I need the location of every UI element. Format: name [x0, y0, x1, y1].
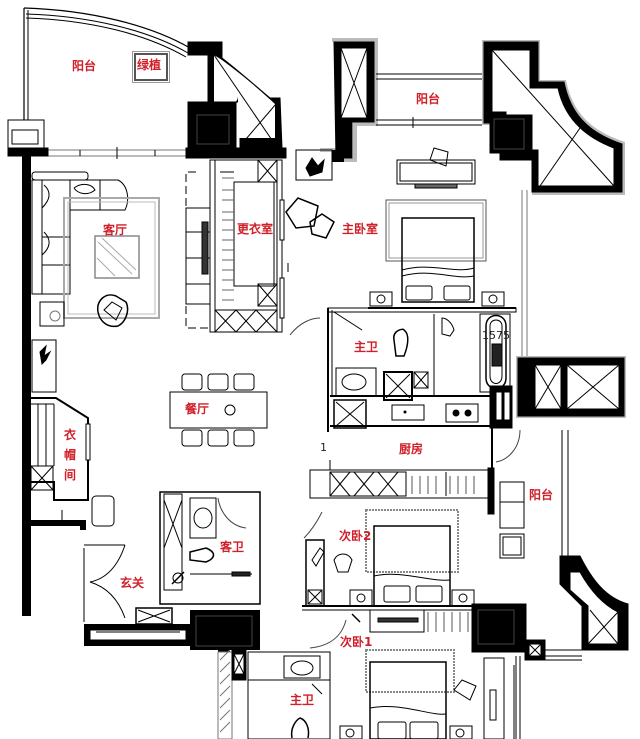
entry-pillar [195, 615, 253, 647]
dining-table [169, 373, 268, 447]
sofa [31, 171, 129, 295]
master-bed [369, 199, 505, 307]
label-cloakroom: 衣 帽 间 [63, 425, 77, 485]
kitchen-wardrobe-row [309, 460, 495, 515]
east-bay [489, 190, 626, 429]
doors-master [287, 263, 321, 336]
nw-bay-window [7, 41, 287, 159]
planter-box [132, 51, 170, 83]
lounge-chairs [285, 197, 335, 239]
desk [396, 147, 476, 189]
tv-cabinet [185, 171, 211, 329]
foyer-doors [83, 544, 187, 641]
bedroom-1-wardrobe [309, 609, 469, 649]
step-mark: 1 [320, 441, 327, 454]
master-bath-walls [327, 307, 517, 432]
master-bath-2-walls [217, 649, 331, 739]
balcony-nw-outline [7, 7, 191, 159]
label-balcony-e: 阳台 [529, 488, 554, 502]
walk-in-closet-walls [209, 159, 285, 333]
bedroom-2-furniture [302, 509, 490, 611]
armchair [97, 294, 129, 328]
label-bedroom-1: 次卧1 [340, 635, 373, 649]
bathtub-dimension: 1575 [482, 329, 510, 342]
sw-pillar [471, 603, 582, 739]
label-balcony-n: 阳台 [416, 92, 441, 106]
side-table [39, 301, 65, 327]
label-balcony-nw: 阳台 [72, 59, 97, 73]
label-planter: 绿植 [137, 58, 162, 72]
label-guest-bath: 客卫 [220, 540, 245, 554]
label-cloakroom-char-2: 帽 [63, 448, 76, 462]
label-kitchen: 厨房 [399, 442, 424, 456]
rug-and-coffee-table [63, 197, 160, 319]
label-walk-in-closet: 更衣室 [237, 222, 274, 236]
kitchen-counters [330, 395, 521, 470]
label-master-bath: 主卫 [354, 340, 379, 354]
balcony-e-walls [559, 430, 629, 651]
potted-plant-living [31, 339, 57, 393]
label-dining-room: 餐厅 [185, 402, 210, 416]
plant-bedroom [295, 149, 333, 181]
label-living-room: 客厅 [103, 223, 128, 237]
label-foyer: 玄关 [120, 576, 145, 590]
label-master-bath-2: 主卫 [290, 693, 315, 707]
cloakroom-walls [30, 397, 115, 527]
balcony-e-appliances [499, 481, 525, 559]
label-cloakroom-char-3: 间 [63, 468, 76, 482]
label-bedroom-2: 次卧2 [339, 529, 372, 543]
label-cloakroom-char-1: 衣 [63, 428, 76, 442]
guest-bath-walls [159, 491, 261, 605]
label-master-bedroom: 主卧室 [342, 222, 379, 236]
balcony-n-outline [320, 38, 482, 162]
bedroom-1-furniture [339, 649, 505, 739]
ne-bay-window [482, 40, 625, 195]
